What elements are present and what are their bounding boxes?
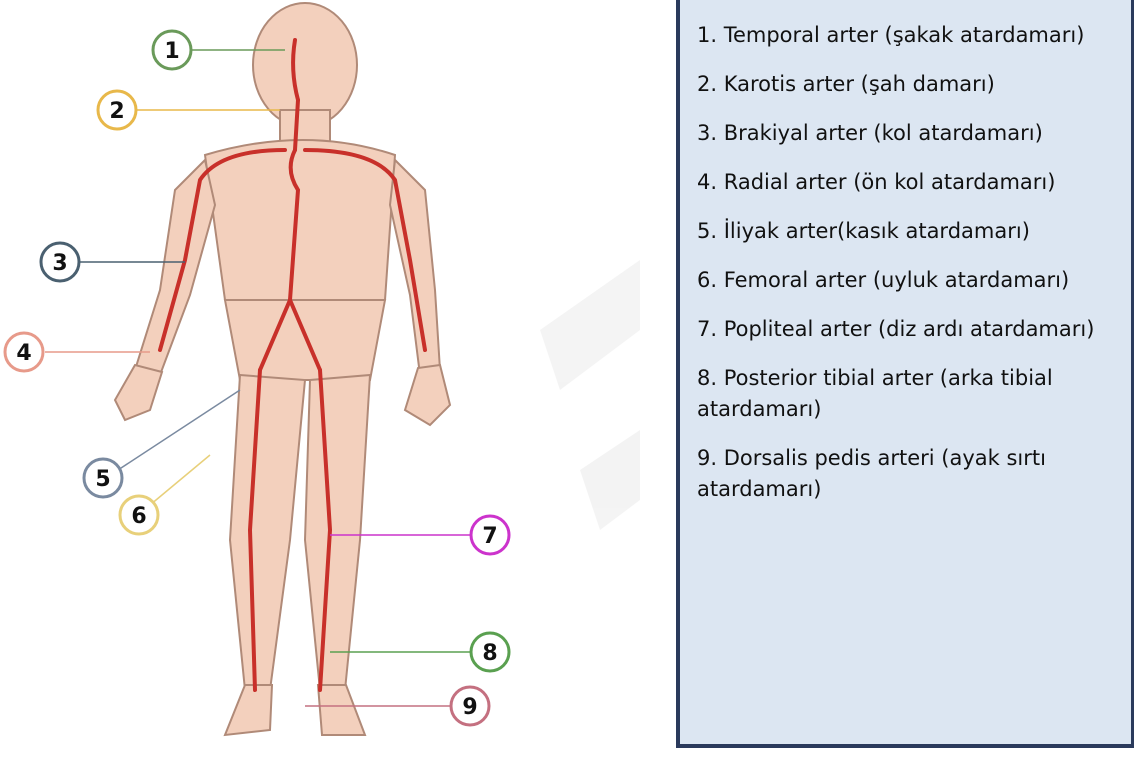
legend-item-5: 5. İliyak arter(kasık atardamarı) — [697, 216, 1121, 247]
callout-4-label: 4 — [16, 341, 31, 366]
legend-panel: 1. Temporal arter (şakak atardamarı) 2. … — [676, 0, 1134, 748]
callout-3: 3 — [41, 243, 79, 281]
legend-item-9: 9. Dorsalis pedis arteri (ayak sırtı ata… — [697, 443, 1121, 505]
callout-7-label: 7 — [482, 524, 497, 549]
callout-8: 8 — [471, 633, 509, 671]
callout-2: 2 — [98, 91, 136, 129]
legend-item-3: 3. Brakiyal arter (kol atardamarı) — [697, 118, 1121, 149]
head — [253, 3, 357, 127]
callout-5: 5 — [84, 459, 122, 497]
callout-1: 1 — [153, 31, 191, 69]
right-foot — [225, 685, 272, 735]
callout-6: 6 — [120, 496, 158, 534]
callout-1-label: 1 — [164, 39, 179, 64]
right-leg — [230, 375, 305, 690]
left-foot — [318, 685, 365, 735]
callout-9: 9 — [451, 687, 489, 725]
callout-7: 7 — [471, 516, 509, 554]
callout-2-label: 2 — [109, 99, 124, 124]
callout-5-label: 5 — [95, 467, 110, 492]
legend-list: 1. Temporal arter (şakak atardamarı) 2. … — [680, 0, 1131, 505]
left-hand — [405, 365, 450, 425]
legend-item-6: 6. Femoral arter (uyluk atardamarı) — [697, 265, 1121, 296]
legend-item-7: 7. Popliteal arter (diz ardı atardamarı) — [697, 314, 1121, 345]
arterial-system-diagram: 1 2 3 4 5 6 7 8 9 — [0, 0, 640, 758]
legend-item-2: 2. Karotis arter (şah damarı) — [697, 69, 1121, 100]
callout-8-label: 8 — [482, 641, 497, 666]
right-hand — [115, 365, 162, 420]
legend-item-1: 1. Temporal arter (şakak atardamarı) — [697, 20, 1121, 51]
watermark — [540, 260, 640, 530]
callout-9-label: 9 — [462, 695, 477, 720]
left-leg — [305, 375, 370, 690]
callout-3-label: 3 — [52, 251, 67, 276]
callout-4: 4 — [5, 333, 43, 371]
human-body-figure — [115, 3, 450, 735]
legend-item-8: 8. Posterior tibial arter (arka tibial a… — [697, 363, 1121, 425]
callout-6-label: 6 — [131, 504, 146, 529]
right-arm — [135, 160, 215, 375]
legend-item-4: 4. Radial arter (ön kol atardamarı) — [697, 167, 1121, 198]
